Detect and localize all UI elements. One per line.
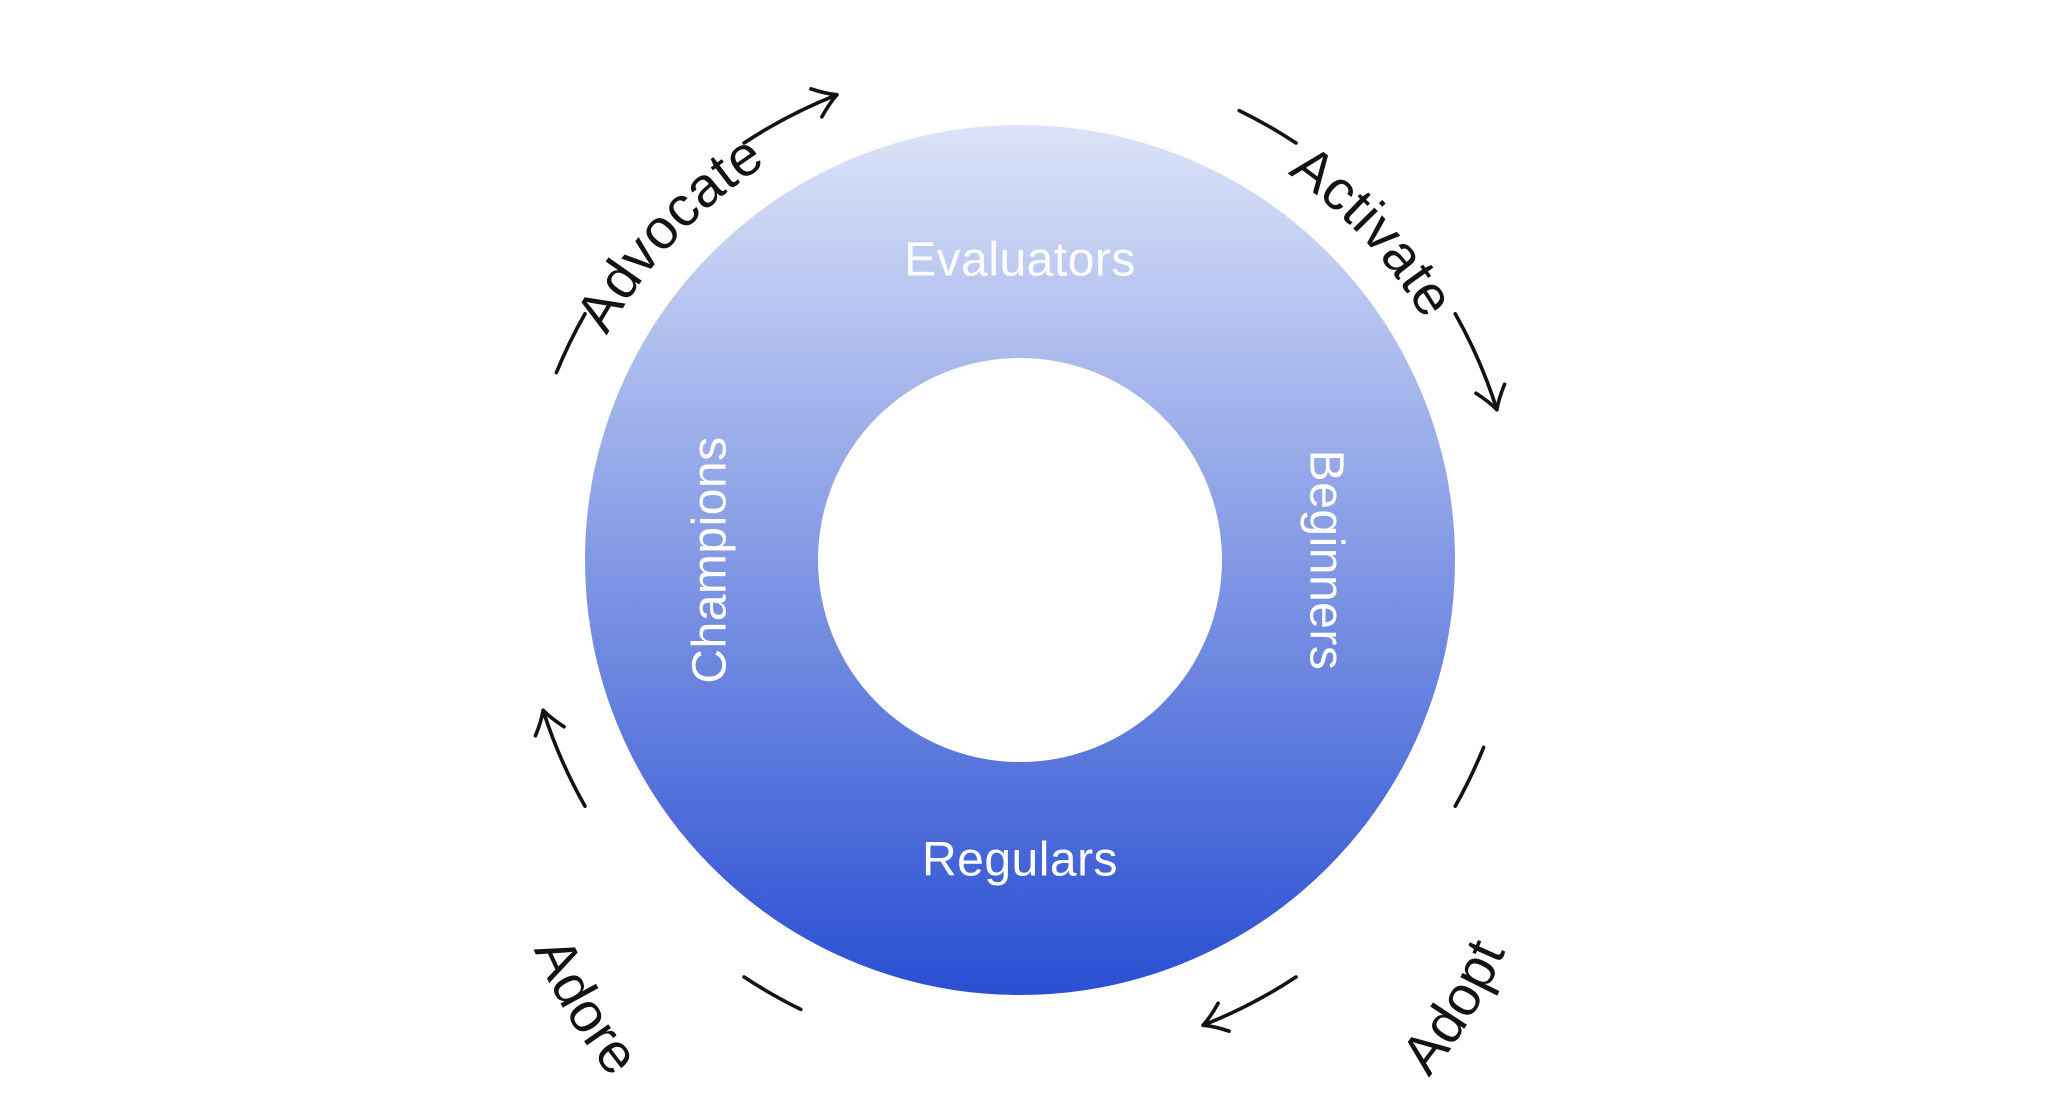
adore-lead-arc [742,975,803,1012]
action-label-adopt-text: Adopt [1388,930,1516,1085]
action-label-adore: Adore [523,928,653,1086]
adore-arrow [533,708,587,808]
segment-label-beginners: Beginners [1300,450,1353,671]
segment-label-evaluators: Evaluators [904,234,1136,287]
donut-ring [585,125,1455,995]
adopt-lead-arc [1453,745,1486,808]
action-label-adopt: Adopt [1388,930,1516,1085]
advocate-lead-arc [554,312,587,375]
adopt-arrow [1201,975,1298,1033]
segment-label-regulars: Regulars [922,834,1118,887]
action-label-adore-text: Adore [523,928,652,1086]
activate-arrow [1453,312,1507,412]
segment-label-champions: Champions [684,436,737,683]
advocate-arrow [742,87,839,145]
activate-lead-arc [1237,108,1298,145]
